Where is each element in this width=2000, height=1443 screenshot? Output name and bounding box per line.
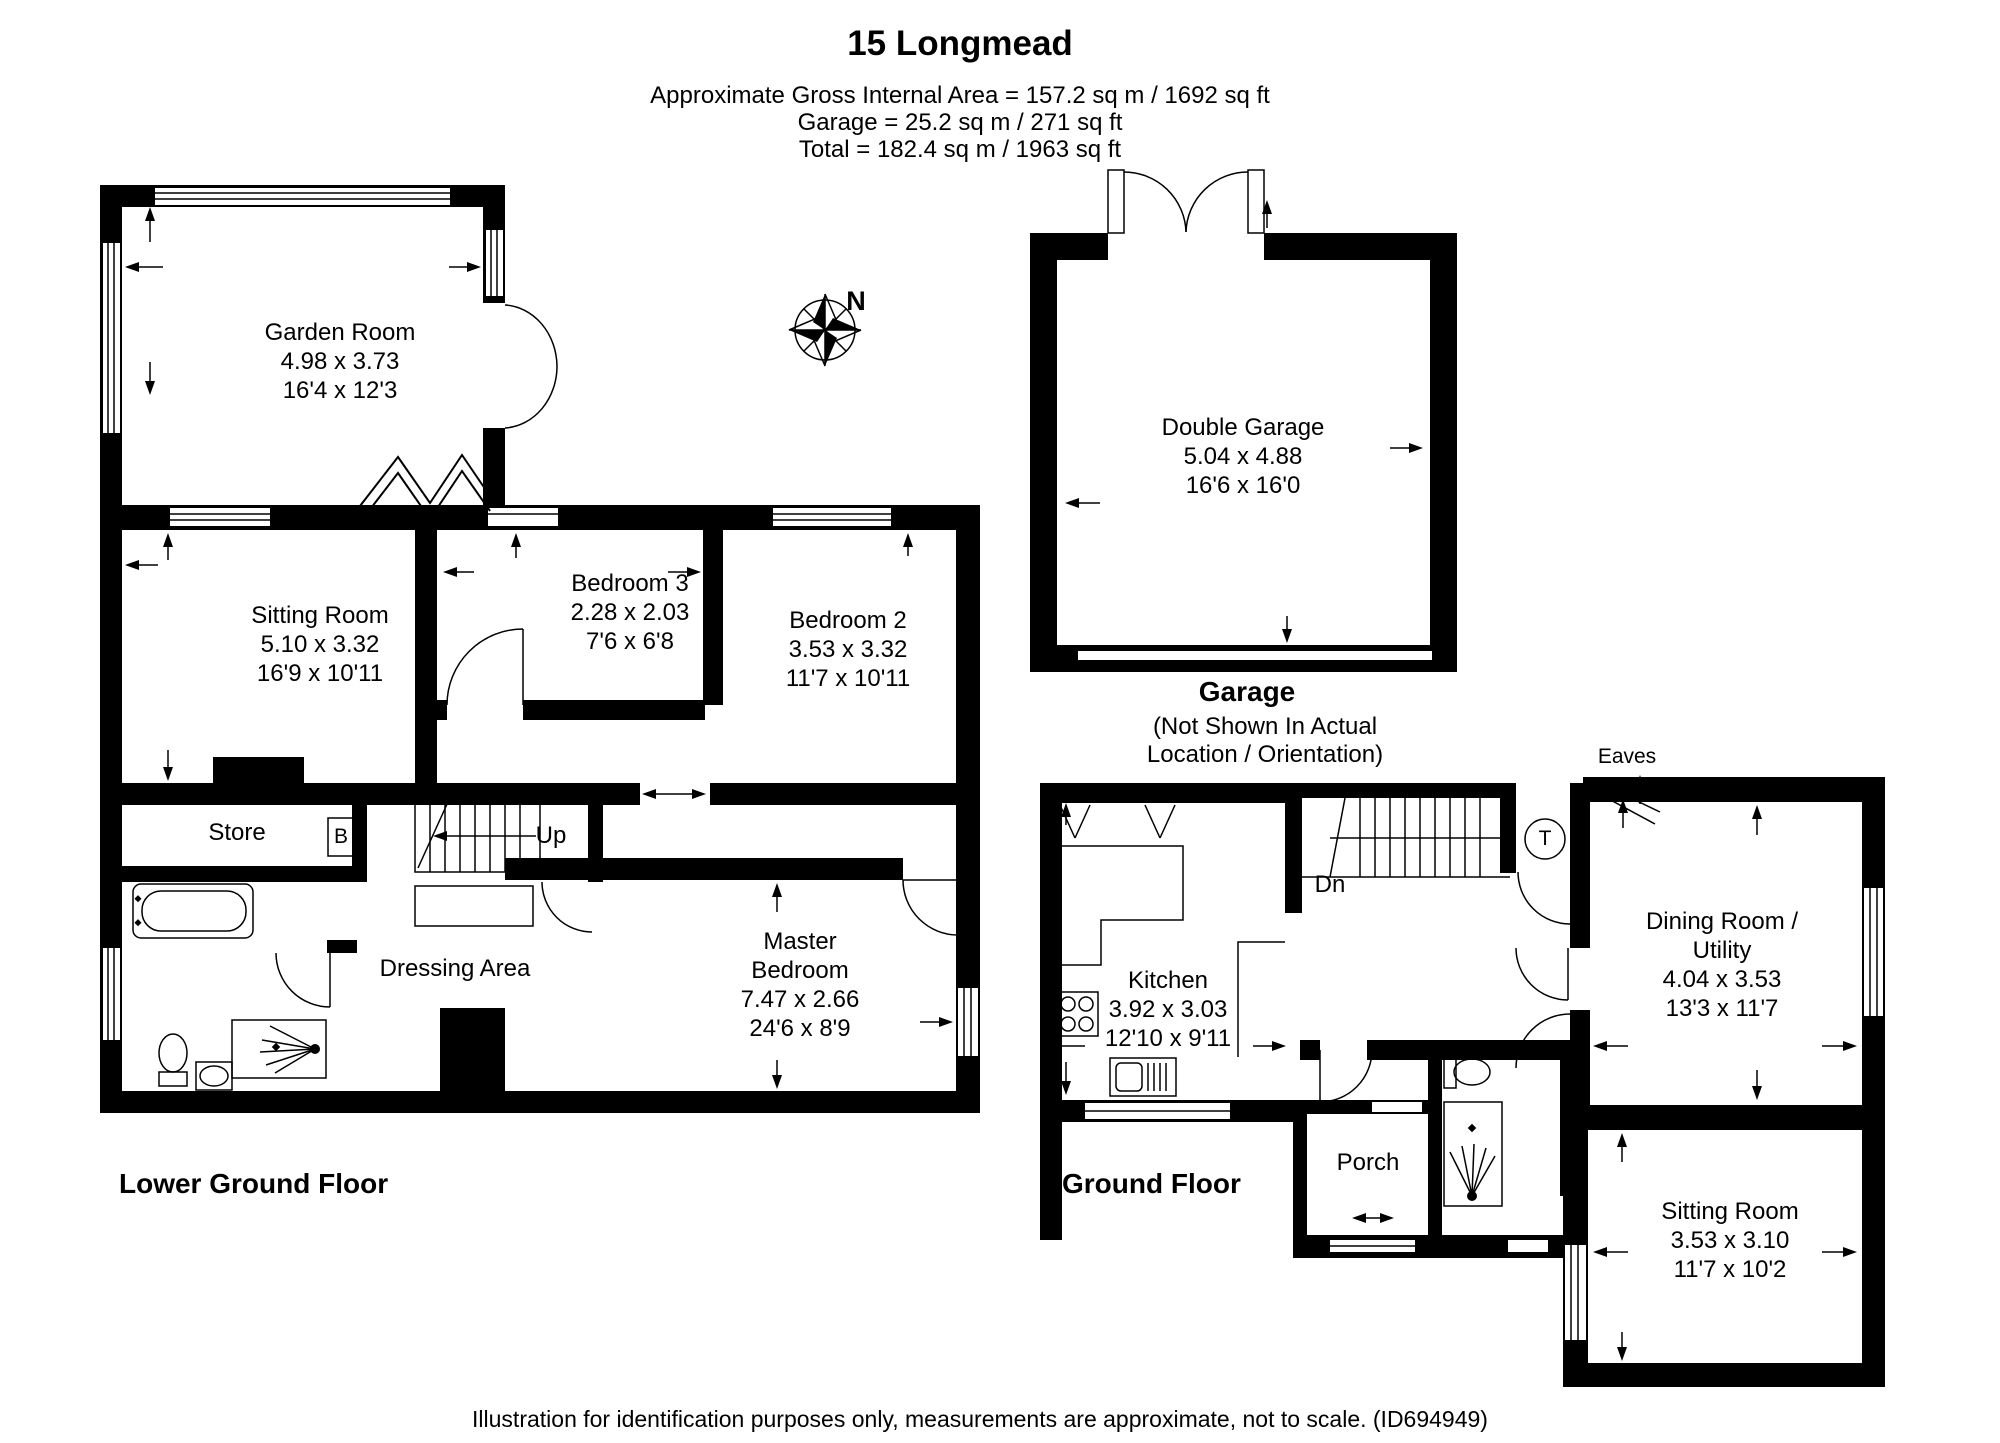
lower-ground-floor-plan: [100, 185, 980, 1113]
eaves-label: Eaves: [1597, 745, 1657, 768]
room-label-bedroom-3: Bedroom 3 2.28 x 2.03 7'6 x 6'8: [570, 570, 690, 655]
garage-dimension-arrows: [1065, 200, 1423, 643]
toilet-icon: [158, 1033, 188, 1087]
stairs-up-label: Up: [535, 822, 567, 849]
gf-doors: [1059, 804, 1571, 1103]
garage-caption: Garage: [1198, 676, 1296, 707]
floor-label-ground: Ground Floor: [1062, 1168, 1241, 1199]
room-label-porch: Porch: [1336, 1149, 1400, 1176]
stairs-down: [1302, 797, 1510, 878]
kitchen-sink-icon: [1109, 1057, 1177, 1097]
lgf-windows: [103, 188, 978, 1056]
garage-caption-note-2: Location / Orientation): [1146, 741, 1384, 768]
north-label: N: [846, 286, 866, 316]
gf-shower-icon: [1443, 1101, 1503, 1207]
sink-icon: [195, 1061, 233, 1091]
boiler-label: B: [333, 825, 349, 848]
disclaimer: Illustration for identification purposes…: [472, 1406, 1488, 1432]
boiler-box: [327, 817, 355, 857]
room-label-kitchen: Kitchen 3.92 x 3.03 12'10 x 9'11: [1104, 967, 1232, 1052]
gf-windows: [1085, 888, 1883, 1340]
bath-icon: [132, 883, 254, 939]
room-label-store: Store: [208, 819, 266, 846]
wall-break-symbol: [359, 453, 497, 521]
area-summary-line-2: Garage = 25.2 sq m / 271 sq ft: [797, 109, 1123, 136]
garage-caption-note-1: (Not Shown In Actual: [1152, 713, 1378, 740]
gf-dimension-arrows: [1048, 775, 1857, 1361]
room-label-garden-room: Garden Room 4.98 x 3.73 16'4 x 12'3: [264, 319, 416, 404]
page-title: 15 Longmead: [847, 24, 1073, 63]
room-label-sitting-room-gf: Sitting Room 3.53 x 3.10 11'7 x 10'2: [1661, 1198, 1799, 1283]
floor-label-lower-ground: Lower Ground Floor: [119, 1168, 389, 1199]
room-label-dressing-area: Dressing Area: [379, 955, 531, 982]
room-label-sitting-room-lgf: Sitting Room 5.10 x 3.32 16'9 x 10'11: [251, 602, 389, 687]
gf-toilet-icon: [1443, 1057, 1491, 1089]
room-label-double-garage: Double Garage 5.04 x 4.88 16'6 x 16'0: [1161, 414, 1325, 499]
tank-label: T: [1538, 827, 1552, 850]
area-summary-line-1: Approximate Gross Internal Area = 157.2 …: [650, 82, 1270, 109]
area-summary-line-3: Total = 182.4 sq m / 1963 sq ft: [798, 136, 1122, 163]
garage-walls: [1030, 233, 1457, 672]
compass-rose-icon: [788, 293, 862, 367]
lgf-dimension-arrows: [125, 207, 953, 1089]
lgf-doors: [275, 304, 959, 1008]
kitchen-counter: [1062, 845, 1285, 1057]
ground-floor-plan: [1040, 775, 1885, 1387]
room-label-master-bedroom: Master Bedroom 7.47 x 2.66 24'6 x 8'9: [740, 928, 860, 1042]
hob-icon: [1055, 991, 1099, 1037]
room-label-bedroom-2: Bedroom 2 3.53 x 3.32 11'7 x 10'11: [785, 607, 911, 692]
room-label-dining-room-utility: Dining Room / Utility 4.04 x 3.53 13'3 x…: [1645, 908, 1799, 1022]
tank-circle: [1524, 818, 1566, 860]
garage-doors: [1107, 169, 1265, 234]
stairs-up: [414, 799, 541, 927]
garage-plan: [1030, 169, 1457, 672]
shower-icon: [231, 1019, 327, 1079]
stairs-down-label: Dn: [1314, 871, 1346, 898]
